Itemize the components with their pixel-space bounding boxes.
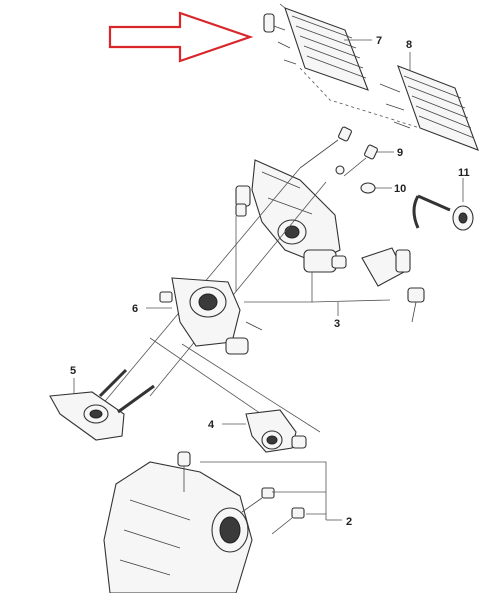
part-4-connector	[222, 409, 307, 453]
callout-11: 11	[458, 167, 470, 179]
part-6-carburetor	[146, 277, 263, 355]
part-9-screws	[299, 126, 378, 177]
callout-9: 9	[397, 147, 403, 159]
connector-left	[235, 185, 251, 217]
callout-2: 2	[346, 516, 352, 528]
callout-8: 8	[406, 39, 412, 51]
part-2-housing	[103, 451, 305, 593]
red-pointer-arrow	[108, 11, 254, 63]
part-11-hose	[412, 194, 474, 231]
callout-5: 5	[70, 365, 76, 377]
part-5-flange	[49, 368, 155, 441]
right-bracket	[361, 247, 425, 323]
part-7-grille	[263, 3, 369, 91]
part-10-washer	[360, 182, 376, 194]
callout-3: 3	[334, 318, 340, 330]
intake-manifold	[251, 159, 347, 273]
callout-6: 6	[132, 303, 138, 315]
dashed-connector	[299, 67, 421, 129]
part-8-grille	[379, 65, 479, 151]
callout-4: 4	[208, 419, 215, 431]
callout-7: 7	[376, 35, 382, 47]
callout-10: 10	[394, 183, 406, 195]
